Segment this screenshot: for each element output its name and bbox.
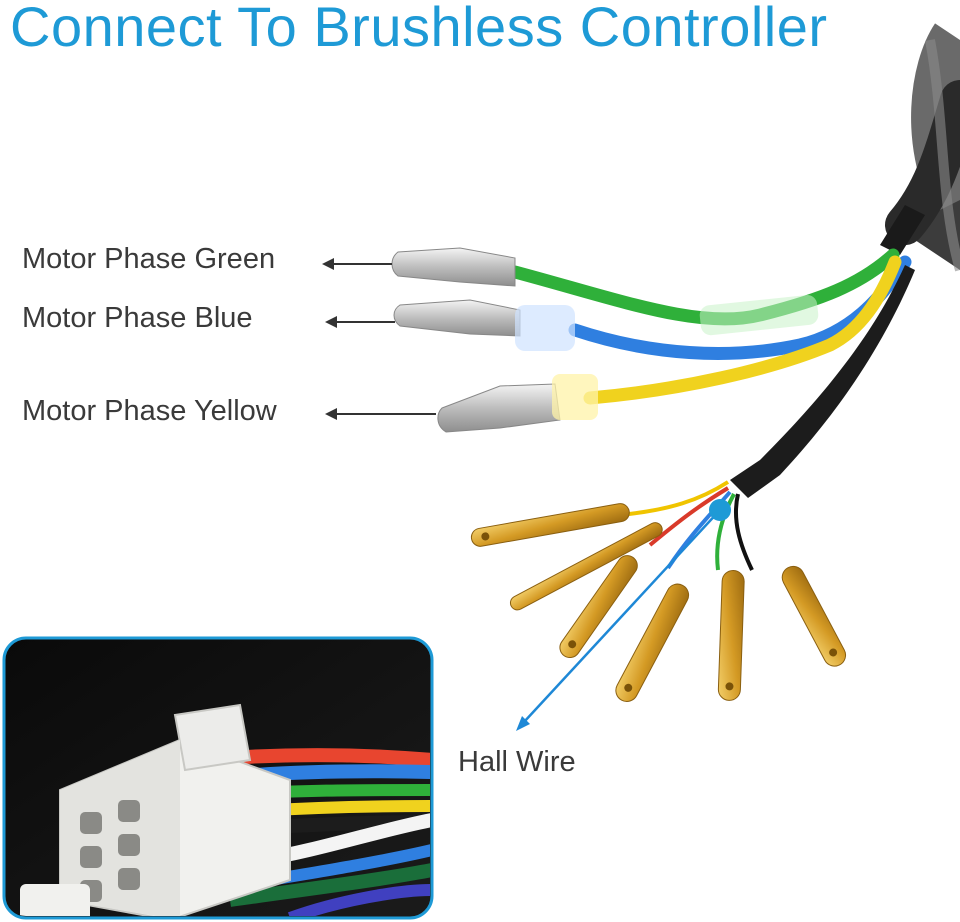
terminal-1	[470, 503, 630, 547]
bullet-connector-blue	[393, 299, 575, 351]
hall-wires	[619, 480, 754, 571]
terminal-5	[717, 569, 745, 701]
terminal-2	[509, 522, 663, 611]
label-arrows	[322, 258, 436, 420]
label-motor-phase-yellow: Motor Phase Yellow	[22, 395, 277, 427]
label-hall-wire: Hall Wire	[458, 746, 576, 778]
terminal-6	[781, 565, 847, 667]
arrow-green	[322, 258, 392, 270]
hall-marker	[516, 499, 731, 731]
terminal-4	[615, 583, 690, 702]
label-motor-phase-green: Motor Phase Green	[22, 243, 276, 275]
page-title: Connect To Brushless Controller	[10, 0, 828, 58]
blue-dot-icon	[709, 499, 731, 521]
label-motor-phase-blue: Motor Phase Blue	[22, 302, 253, 334]
bullet-connector-green	[391, 247, 516, 287]
terminal-3	[559, 555, 638, 659]
arrow-blue	[325, 316, 395, 328]
hall-terminals	[470, 503, 847, 702]
bullet-connector-yellow	[437, 374, 598, 433]
phase-wires	[508, 248, 915, 498]
arrow-yellow	[325, 408, 436, 420]
inset-connector-photo	[2, 636, 434, 920]
main-cable	[880, 23, 960, 272]
